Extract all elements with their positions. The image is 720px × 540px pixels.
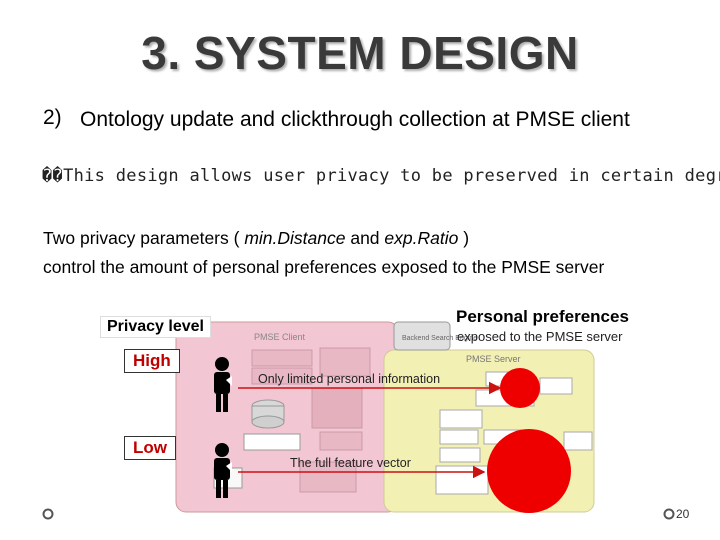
limited-info-label: Only limited personal information — [258, 372, 440, 386]
full-vector-label: The full feature vector — [290, 456, 411, 470]
small-preference-dot — [500, 368, 540, 408]
pmse-client-panel: PMSE Client — [176, 322, 398, 512]
privacy-level-label: Privacy level — [100, 316, 211, 338]
personal-preferences-label: Personal preferences — [456, 307, 629, 327]
client-panel-title: PMSE Client — [254, 332, 306, 342]
exposed-to-server-label: exposed to the PMSE server — [457, 329, 622, 344]
privacy-low-badge: Low — [124, 436, 176, 460]
server-panel-title: PMSE Server — [466, 354, 521, 364]
page-number: 20 — [676, 507, 689, 521]
privacy-high-badge: High — [124, 349, 180, 373]
footer-bullet-right — [665, 510, 674, 519]
footer-bullet-left — [44, 510, 53, 519]
large-preference-dot — [487, 429, 571, 513]
